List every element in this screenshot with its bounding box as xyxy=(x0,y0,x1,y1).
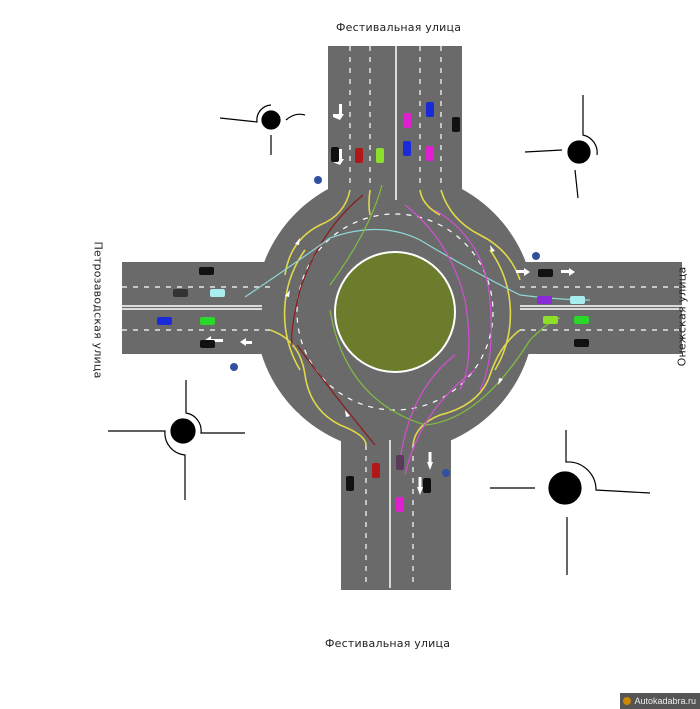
central-island xyxy=(334,251,456,373)
car-icon xyxy=(570,296,585,304)
car-icon xyxy=(574,339,589,347)
street-label-east: Онежская улица xyxy=(675,266,689,367)
lane-arrow-icon xyxy=(345,410,350,417)
path-cyan-1 xyxy=(244,228,591,301)
lane-arrow-icon xyxy=(498,378,503,385)
car-icon xyxy=(346,476,354,491)
path-green-1 xyxy=(329,184,383,286)
roundabout-scheme-icon xyxy=(490,430,651,575)
lane-arrow-icon xyxy=(427,452,433,470)
path-magenta-3 xyxy=(399,354,456,461)
car-icon xyxy=(200,317,215,325)
car-icon xyxy=(210,289,225,297)
lane-arrow-icon xyxy=(240,338,252,346)
path-magenta-4 xyxy=(404,369,476,476)
car-icon xyxy=(396,455,404,470)
car-icon xyxy=(355,148,363,163)
roundabout-scheme-icon xyxy=(108,380,245,500)
street-label-south: Фестивальная улица xyxy=(325,637,451,650)
roundabout-sign-icon xyxy=(532,252,540,260)
median-lines xyxy=(122,46,682,588)
lane-arrow-icon xyxy=(285,290,290,297)
roundabout-signs xyxy=(230,176,540,477)
watermark-text: Autokadabra.ru xyxy=(634,696,696,706)
lane-arrow-icon xyxy=(333,104,344,120)
vehicles xyxy=(157,102,589,512)
car-icon xyxy=(199,267,214,275)
car-icon xyxy=(157,317,172,325)
lane-arrow-icon xyxy=(561,268,575,276)
car-icon xyxy=(543,316,558,324)
lane-arrow-icon xyxy=(490,245,495,252)
roundabout-scheme-icon xyxy=(219,104,306,155)
car-icon xyxy=(537,296,552,304)
car-icon xyxy=(331,147,339,162)
yellow-guides xyxy=(269,189,521,446)
car-icon xyxy=(574,316,589,324)
lane-arrow-icon xyxy=(295,238,300,245)
roundabout-sign-icon xyxy=(442,469,450,477)
street-label-west: Петрозаводская улица xyxy=(91,241,105,379)
lane-arrow-icon xyxy=(417,477,423,495)
car-icon xyxy=(396,497,404,512)
car-icon xyxy=(426,146,434,161)
car-icon xyxy=(173,289,188,297)
car-icon xyxy=(403,141,411,156)
trajectory-paths xyxy=(244,184,591,476)
car-icon xyxy=(200,340,215,348)
watermark: Autokadabra.ru xyxy=(620,693,700,709)
car-icon xyxy=(426,102,434,117)
car-icon xyxy=(538,269,553,277)
roundabout-sign-icon xyxy=(314,176,322,184)
path-magenta-2 xyxy=(434,209,492,391)
car-icon xyxy=(403,113,411,128)
roundabout-sign-icon xyxy=(230,363,238,371)
roundabout-scheme-icon xyxy=(524,95,598,199)
path-magenta-1 xyxy=(404,204,470,391)
path-red-2 xyxy=(296,344,376,446)
car-icon xyxy=(423,478,431,493)
lane-arrow-icon xyxy=(516,268,530,276)
lane-arrow-icon xyxy=(295,413,300,420)
street-label-north: Фестивальная улица xyxy=(336,21,462,34)
car-icon xyxy=(372,463,380,478)
car-icon xyxy=(376,148,384,163)
path-green-2 xyxy=(329,309,561,426)
lane-dashes xyxy=(122,46,682,588)
path-red-1 xyxy=(291,194,364,346)
car-icon xyxy=(452,117,460,132)
watermark-logo-icon xyxy=(623,697,632,705)
